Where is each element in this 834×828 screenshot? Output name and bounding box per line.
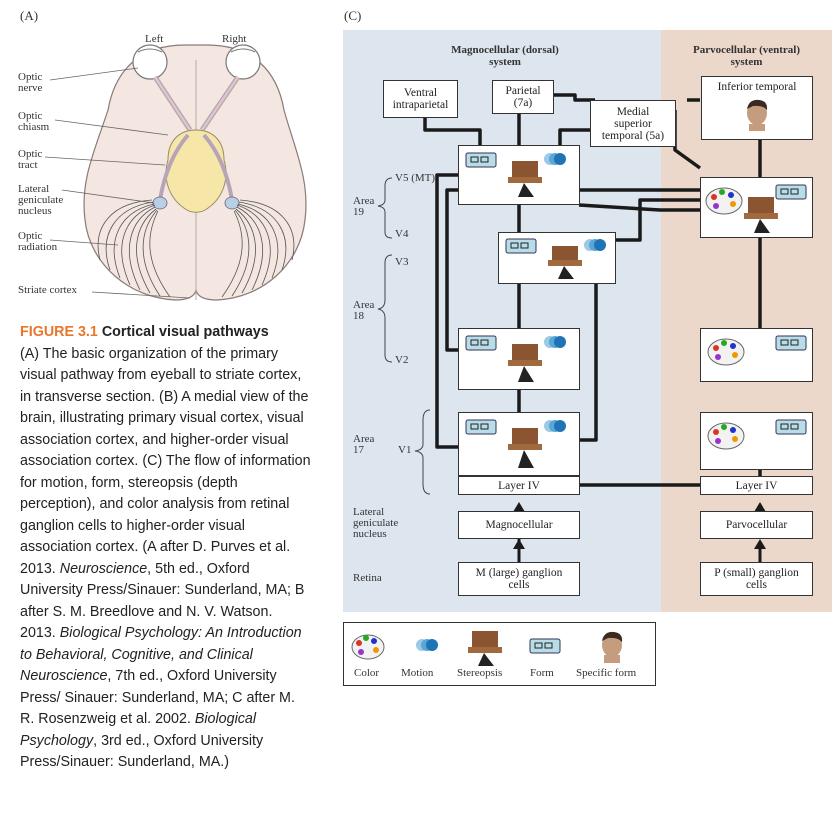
v2-magno-icons — [465, 335, 566, 382]
stereopsis-icon — [508, 428, 542, 468]
brain-transverse-illustration — [44, 44, 307, 301]
v2-label: V2 — [395, 354, 409, 366]
legend-stereopsis: Stereopsis — [457, 667, 503, 679]
v5-icons — [465, 152, 566, 197]
v2-parvo-box — [700, 328, 813, 382]
label-striate-cortex: Striate cortex — [18, 284, 77, 296]
motion-icon — [584, 239, 606, 251]
right-label: Right — [222, 33, 247, 45]
stereopsis-icon — [468, 631, 502, 666]
v2-parvo-icons — [707, 335, 806, 366]
legend-color: Color — [354, 667, 380, 679]
panel-c-letter: (C) — [344, 8, 362, 23]
left-label: Left — [145, 33, 164, 45]
layer-iv-parvo-box: Layer IV — [700, 476, 813, 495]
stereopsis-icon — [743, 197, 778, 233]
parietal-box: Parietal(7a) — [492, 80, 554, 114]
figure-number: FIGURE 3.1 — [20, 324, 98, 340]
form-icon — [465, 152, 497, 168]
parvo-title: Parvocellular (ventral)system — [692, 44, 800, 68]
panel-a-letter: (A) — [20, 8, 39, 23]
legend-icons — [351, 631, 623, 666]
motion-icon — [544, 336, 566, 348]
stereopsis-icon — [548, 246, 582, 279]
v3-icons — [505, 238, 606, 279]
form-icon — [775, 184, 806, 200]
v4-label: V4 — [395, 228, 409, 240]
form-icon — [465, 419, 497, 435]
form-icon — [775, 335, 806, 351]
v2-magno-box — [458, 328, 580, 390]
figure-title: Cortical visual pathways — [101, 324, 269, 340]
motion-icon — [544, 153, 566, 165]
magnocellular-box: Magnocellular — [458, 511, 580, 539]
form-icon — [529, 638, 561, 654]
v3-box — [498, 232, 616, 284]
face-icon — [747, 99, 768, 131]
form-icon — [775, 419, 806, 435]
inferior-temporal-box: Inferior temporal — [701, 76, 813, 140]
color-icon — [707, 338, 744, 366]
magno-title: Magnocellular (dorsal)system — [451, 44, 559, 68]
stereopsis-icon — [508, 161, 542, 197]
v5-label: V5 (MT) — [395, 172, 436, 184]
motion-icon — [544, 420, 566, 432]
legend-form: Form — [530, 667, 554, 679]
v1-magno-box — [458, 412, 580, 476]
v3-label: V3 — [395, 256, 409, 268]
form-icon — [465, 335, 497, 351]
retina-label: Retina — [353, 572, 382, 584]
legend-motion: Motion — [401, 667, 434, 679]
v4-icons — [705, 184, 806, 233]
color-icon — [351, 634, 385, 660]
legend-box: Color Motion Stereopsis Form Specific fo… — [343, 622, 656, 686]
motion-icon — [416, 639, 438, 651]
v1-label: V1 — [398, 444, 412, 456]
v1-magno-icons — [465, 419, 566, 468]
v4-box — [700, 177, 813, 238]
v1-parvo-box — [700, 412, 813, 470]
legend-specific-form: Specific form — [576, 667, 637, 679]
v5-box — [458, 145, 580, 205]
color-icon — [705, 187, 742, 215]
color-icon — [707, 422, 744, 450]
layer-iv-magno-box: Layer IV — [458, 476, 580, 495]
face-icon — [602, 631, 623, 663]
form-icon — [505, 238, 537, 254]
figure-caption: FIGURE 3.1 Cortical visual pathways (A) … — [20, 324, 311, 770]
stereopsis-icon — [508, 344, 542, 382]
parvocellular-box: Parvocellular — [700, 511, 813, 539]
v1-parvo-icons — [707, 419, 806, 450]
